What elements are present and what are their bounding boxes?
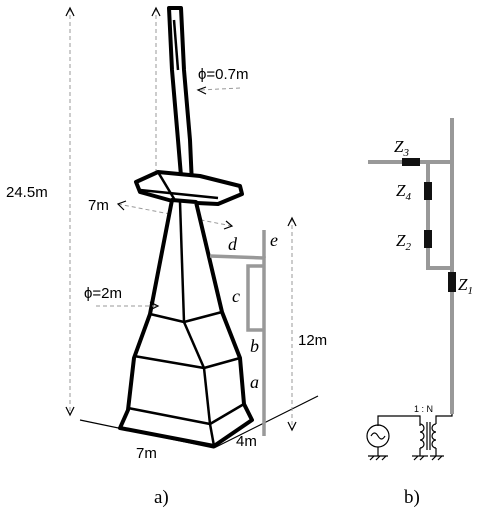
base-diameter-annotation: ϕ=2m [84, 285, 160, 311]
caption-a: a) [154, 487, 169, 508]
conductor-height-dimension: 12m [287, 216, 327, 432]
platform-width-label: 7m [88, 197, 109, 214]
platform [134, 170, 244, 206]
base-depth-label: 4m [236, 433, 257, 450]
top-diameter-label: ϕ=0.7m [198, 66, 249, 83]
conductor-height-label: 12m [298, 332, 327, 349]
top-diameter-annotation: ϕ=0.7m [196, 66, 249, 95]
impedance-z4 [424, 182, 432, 200]
segment-label-a: a [250, 372, 259, 392]
caption-b: b) [404, 487, 420, 508]
panel-b: Z3 Z4 Z2 Z1 [366, 118, 473, 508]
conductor-path [209, 230, 266, 436]
panel-a: 24.5m ϕ=0.7m 7m [6, 6, 327, 508]
impedance-label-z2: Z2 [396, 231, 411, 253]
impedance-z1 [448, 272, 456, 292]
impedance-z2 [424, 230, 432, 248]
segment-label-d: d [228, 234, 238, 254]
base-diameter-label: ϕ=2m [84, 285, 122, 302]
height-label: 24.5m [6, 184, 48, 201]
segment-label-c: c [232, 286, 240, 306]
source-circuit: 1 : N [366, 404, 453, 461]
top-mast [151, 6, 194, 190]
tower-body [118, 198, 254, 448]
segment-label-b: b [250, 336, 259, 356]
impedance-label-z1: Z1 [458, 275, 473, 297]
height-dimension: 24.5m [6, 6, 75, 417]
impedance-label-z4: Z4 [396, 181, 411, 203]
transformer-icon [419, 422, 437, 450]
base-width-label: 7m [136, 445, 157, 462]
impedance-label-z3: Z3 [394, 137, 409, 159]
transformer-ratio: 1 : N [414, 404, 433, 414]
segment-label-e: e [270, 230, 278, 250]
impedance-z3 [402, 158, 420, 166]
ground-lines [79, 395, 319, 449]
